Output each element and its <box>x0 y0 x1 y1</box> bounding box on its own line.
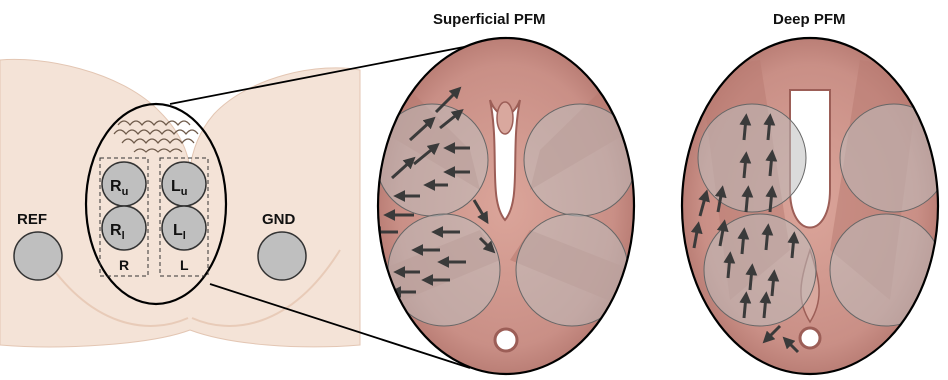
title-superficial: Superficial PFM <box>433 11 546 28</box>
electrode-gnd <box>258 232 306 280</box>
deep-electrode-left-lower <box>830 214 942 326</box>
side-label-right: R <box>119 257 129 273</box>
ref-label: REF <box>17 211 47 228</box>
deep-pfm-view <box>682 38 948 374</box>
electrode-right-lower <box>102 206 146 250</box>
superficial-pfm-view <box>374 38 636 374</box>
sup-electrode-left-lower <box>516 214 628 326</box>
sup-electrode-left-upper <box>524 104 636 216</box>
deep-electrode-right-lower <box>704 214 816 326</box>
deep-electrode-right-upper <box>698 104 806 212</box>
electrode-left-upper <box>162 162 206 206</box>
side-label-left: L <box>180 257 189 273</box>
title-deep: Deep PFM <box>773 11 846 28</box>
electrode-right-upper <box>102 162 146 206</box>
electrode-left-lower <box>162 206 206 250</box>
electrode-ref <box>14 232 62 280</box>
gnd-label: GND <box>262 211 296 228</box>
